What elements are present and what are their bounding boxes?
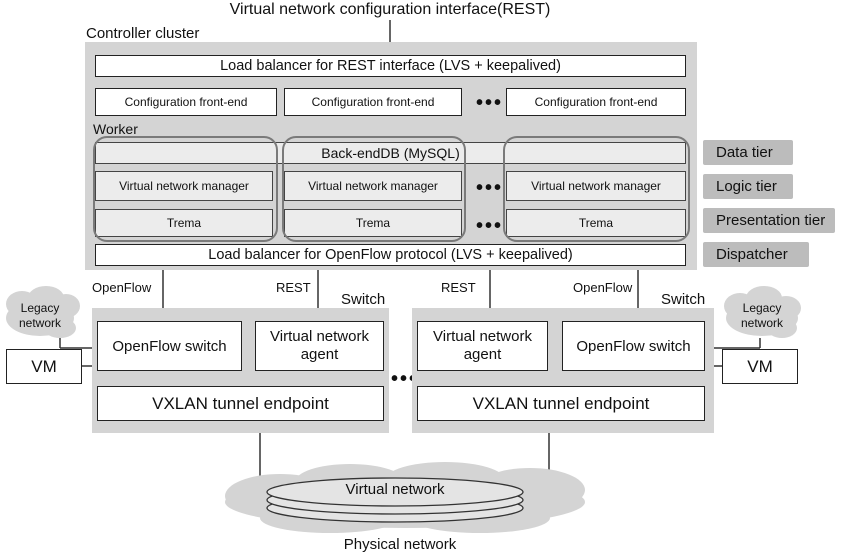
vnm-box-3: Virtual network manager — [506, 171, 686, 201]
label-right-openflow: OpenFlow — [573, 280, 633, 295]
label-right-rest: REST — [441, 280, 476, 295]
vm-right: VM — [722, 349, 798, 384]
vnm-box-1: Virtual network manager — [95, 171, 273, 201]
label-left-rest: REST — [276, 280, 311, 295]
vn-agent-left: Virtual network agent — [255, 321, 384, 371]
trema-box-3: Trema — [506, 209, 686, 237]
controller-cluster-label: Controller cluster — [86, 25, 200, 42]
tier-presentation: Presentation tier — [703, 208, 835, 233]
openflow-switch-left: OpenFlow switch — [97, 321, 242, 371]
vn-agent-right: Virtual network agent — [417, 321, 548, 371]
tier-data: Data tier — [703, 140, 793, 165]
tier-dispatcher: Dispatcher — [703, 242, 809, 267]
vxlan-endpoint-right: VXLAN tunnel endpoint — [417, 386, 705, 421]
virtual-network-label: Virtual network — [345, 481, 445, 498]
vxlan-endpoint-left: VXLAN tunnel endpoint — [97, 386, 384, 421]
lb-rest-box: Load balancer for REST interface (LVS + … — [95, 55, 686, 77]
legacy-cloud-left-shape — [6, 286, 80, 338]
worker-group-1 — [93, 136, 278, 242]
backend-db-label: Back-endDB (MySQL) — [321, 145, 460, 161]
vnm-ellipsis: ••• — [476, 177, 504, 199]
worker-label: Worker — [93, 121, 138, 137]
legacy-cloud-right-shape — [724, 286, 801, 338]
frontend-ellipsis: ••• — [476, 92, 504, 114]
tier-logic: Logic tier — [703, 174, 793, 199]
legacy-network-left: Legacy network — [18, 301, 62, 330]
backend-db-box: Back-endDB (MySQL) — [95, 142, 686, 164]
config-frontend-3: Configuration front-end — [506, 88, 686, 116]
legacy-network-right: Legacy network — [740, 301, 784, 330]
label-left-openflow: OpenFlow — [92, 280, 152, 295]
worker-group-3 — [503, 136, 690, 242]
switch-ellipsis: ••• — [391, 368, 419, 390]
openflow-switch-right: OpenFlow switch — [562, 321, 705, 371]
config-frontend-2: Configuration front-end — [284, 88, 462, 116]
worker-group-2 — [282, 136, 466, 242]
vm-left: VM — [6, 349, 82, 384]
virtual-network-disks — [266, 477, 524, 523]
trema-box-2: Trema — [284, 209, 462, 237]
vnm-box-2: Virtual network manager — [284, 171, 462, 201]
trema-box-1: Trema — [95, 209, 273, 237]
lb-openflow-box: Load balancer for OpenFlow protocol (LVS… — [95, 244, 686, 266]
switch-left-label: Switch — [341, 291, 386, 308]
switch-right-label: Switch — [661, 291, 706, 308]
trema-ellipsis: ••• — [476, 215, 504, 237]
config-frontend-1: Configuration front-end — [95, 88, 277, 116]
rest-interface-title: Virtual network configuration interface(… — [229, 1, 551, 18]
physical-network-label: Physical network — [343, 536, 457, 553]
